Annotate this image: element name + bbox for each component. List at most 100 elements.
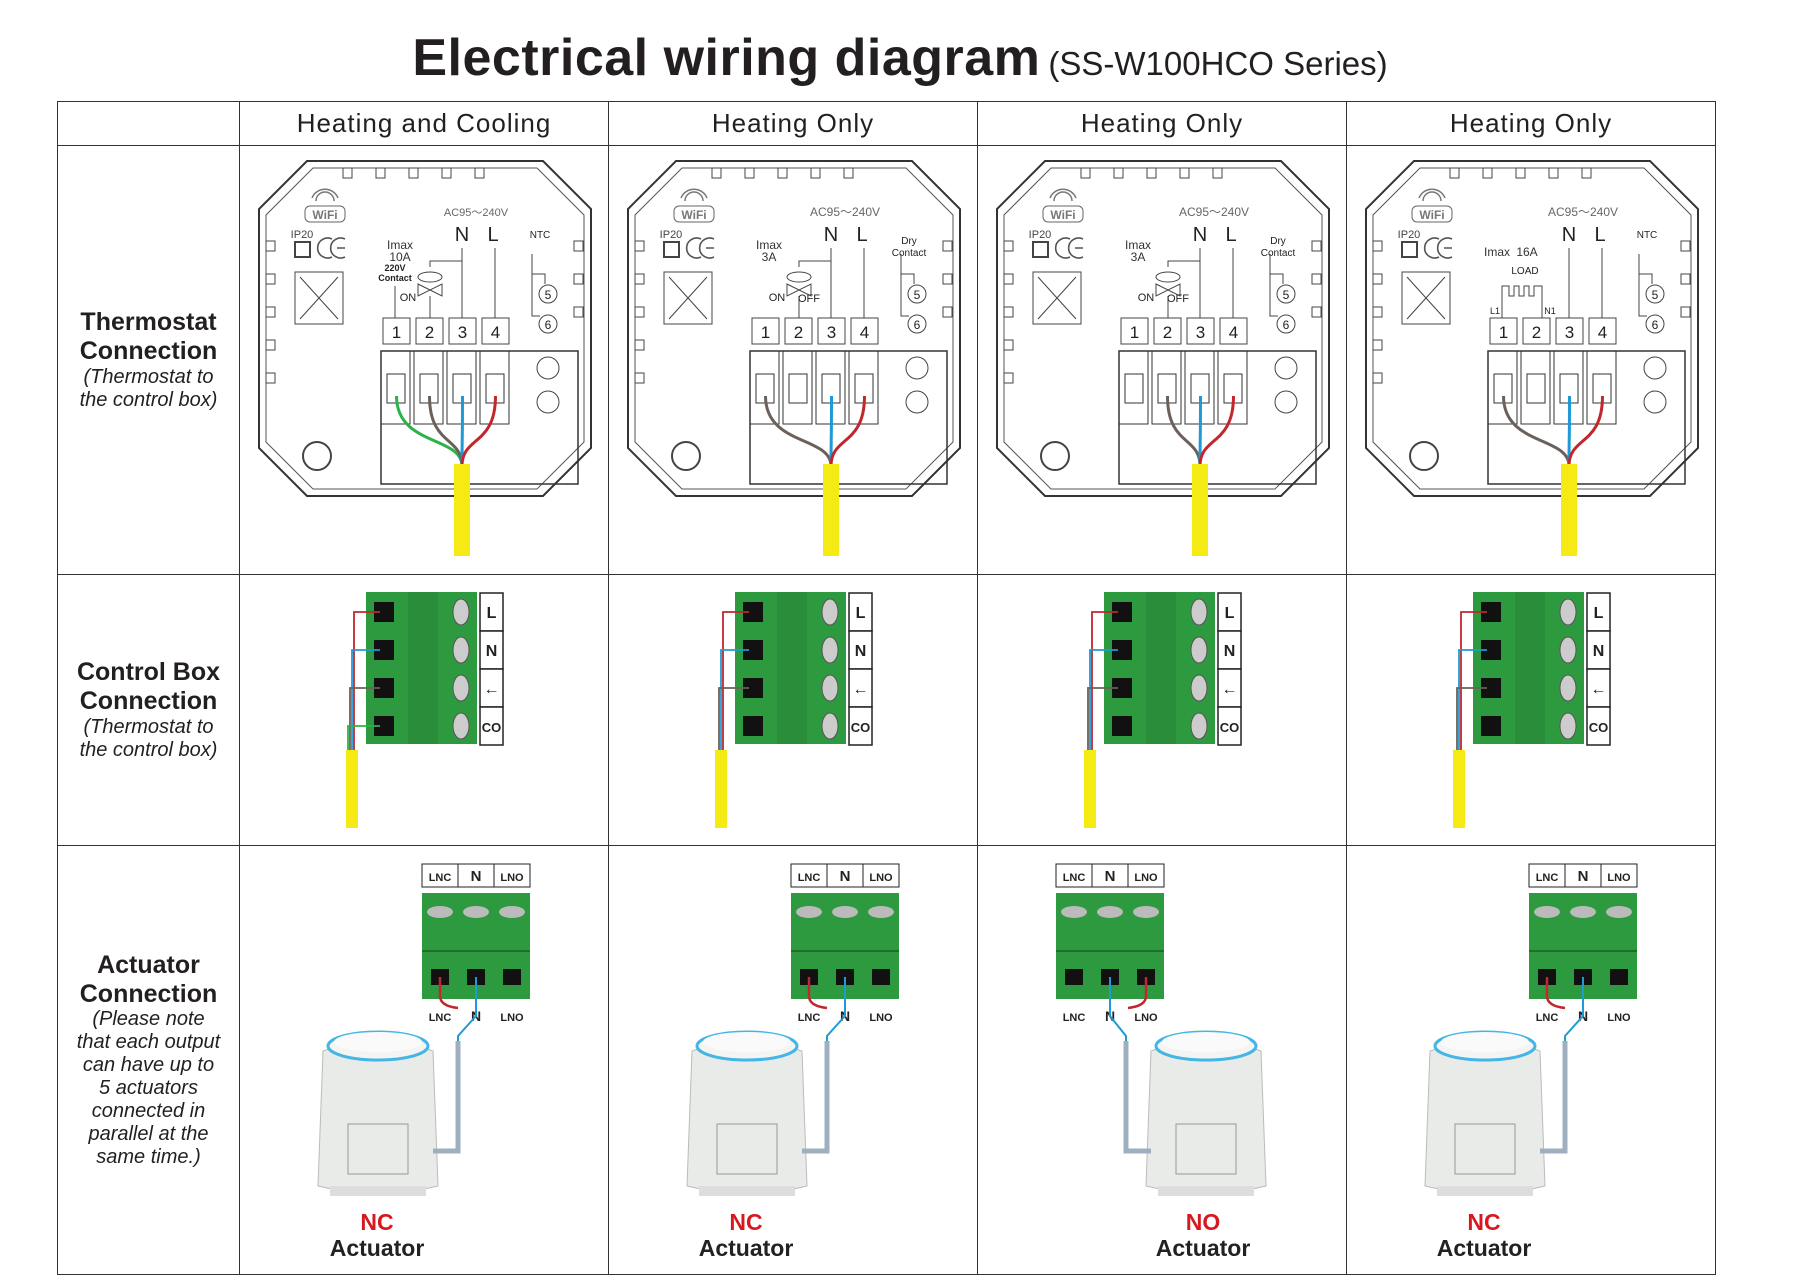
valve-icon <box>417 271 443 283</box>
ip-square-icon <box>1401 241 1418 258</box>
terminal-box <box>1219 317 1248 345</box>
row-title: Connection <box>79 337 218 365</box>
valve-line <box>798 260 831 318</box>
actuator-base <box>1437 1186 1533 1196</box>
clip-tab <box>711 167 722 179</box>
wifi-icon <box>680 188 708 202</box>
aux-label: NTC <box>530 230 551 241</box>
terminal-number: 4 <box>1598 323 1607 342</box>
l-label: L <box>1225 224 1236 246</box>
valve-state: ON <box>769 292 786 304</box>
wire-red <box>1545 977 1566 1010</box>
aux-terminal-number: 6 <box>545 318 552 332</box>
sensor-hole <box>536 390 560 414</box>
wifi-label: WiFi <box>1419 208 1444 222</box>
terminal-box <box>1186 317 1215 345</box>
ip-square-icon <box>1032 241 1049 258</box>
diagram-svg: LN←CO <box>1453 592 1611 828</box>
aux-terminal-number: 5 <box>1652 288 1659 302</box>
wire-red <box>829 395 866 467</box>
weee-cross <box>1406 276 1446 320</box>
terminal-label: LNC <box>798 872 821 884</box>
clip-tab <box>634 273 645 285</box>
terminal-label: CO <box>1220 720 1240 735</box>
aux-terminal-number: 5 <box>545 288 552 302</box>
terminal-screw <box>374 716 394 736</box>
wifi-label: WiFi <box>312 208 337 222</box>
sensor-hole <box>1643 356 1667 380</box>
aux-terminal-circle <box>1276 284 1296 304</box>
wire-clamp <box>821 674 839 702</box>
aux-terminal-circle <box>1645 314 1665 334</box>
connector-slot <box>1118 350 1149 425</box>
terminal-box <box>382 317 411 345</box>
clip-tab <box>1449 167 1460 179</box>
clip-tab <box>573 306 584 318</box>
wire-clamp <box>452 636 470 664</box>
wire-red <box>1567 395 1604 467</box>
terminal-label: L <box>856 605 866 622</box>
terminal-number: 3 <box>827 323 836 342</box>
weee-bin-icon <box>1032 271 1082 325</box>
wire-blue <box>1540 977 1584 1152</box>
actuator-body <box>686 1040 808 1194</box>
cable <box>1192 464 1208 556</box>
valve-line <box>1167 260 1200 318</box>
clip-tab <box>1080 167 1091 179</box>
terminal-label: LNC <box>1063 872 1086 884</box>
row-label-control-box: Control Box Connection (Thermostat to th… <box>57 574 240 846</box>
thermostat-inner-edge <box>265 167 585 490</box>
sensor-hole <box>536 356 560 380</box>
wire-red <box>1460 611 1487 750</box>
terminal-label: CO <box>851 720 871 735</box>
voltage-label: AC95～240V <box>1548 205 1618 219</box>
clip-tab <box>1113 167 1124 179</box>
load-heater-icon <box>1501 285 1543 318</box>
terminal-label: LNO <box>869 872 893 884</box>
imax-value: 3A <box>1131 250 1146 264</box>
clip-tab <box>1372 306 1383 318</box>
wire-blue <box>1458 649 1487 750</box>
row-note: same time.) <box>96 1146 201 1169</box>
cable <box>454 464 470 556</box>
n-label: N <box>1562 224 1576 246</box>
terminal-label: N <box>855 643 867 660</box>
valve-body <box>786 283 812 297</box>
wire-clamp <box>821 598 839 626</box>
terminal-number: 4 <box>1229 323 1238 342</box>
terminal-label-lower: LNO <box>1607 1012 1631 1024</box>
clip-tab <box>1372 372 1383 384</box>
actuator-label: Actuator <box>1437 1235 1532 1261</box>
aux-terminal-circle <box>1276 314 1296 334</box>
terminal-label-strip <box>1055 863 1165 888</box>
aux-terminal-circle <box>538 314 558 334</box>
connector-slot <box>380 350 411 425</box>
screw-clamp <box>1124 373 1144 404</box>
clip-tab <box>1548 167 1559 179</box>
header-row: Heating and Cooling Heating Only Heating… <box>57 101 1716 146</box>
actuator-cap <box>1441 1032 1529 1052</box>
clip-tab <box>1372 339 1383 351</box>
sensor-hole <box>1643 390 1667 414</box>
terminal-label: CO <box>482 720 502 735</box>
wire-brown <box>1502 395 1571 467</box>
wire-brown <box>349 687 380 750</box>
terminal-box <box>1120 317 1149 345</box>
valve-icon <box>1155 271 1181 283</box>
terminal-number: 3 <box>1565 323 1574 342</box>
sensor-hole <box>905 390 929 414</box>
diagram-svg: LN←CO <box>346 592 504 828</box>
connector-slot <box>479 350 510 425</box>
row-note: (Thermostat to <box>83 365 214 388</box>
terminal-label-lower: LNC <box>798 1012 821 1024</box>
terminal-label-lower: LNC <box>429 1012 452 1024</box>
terminal-box <box>1555 317 1584 345</box>
aux-label: Contact <box>1261 248 1296 259</box>
clip-tab <box>1003 306 1014 318</box>
valve-body <box>417 283 443 297</box>
aux-terminal-circle <box>1645 284 1665 304</box>
